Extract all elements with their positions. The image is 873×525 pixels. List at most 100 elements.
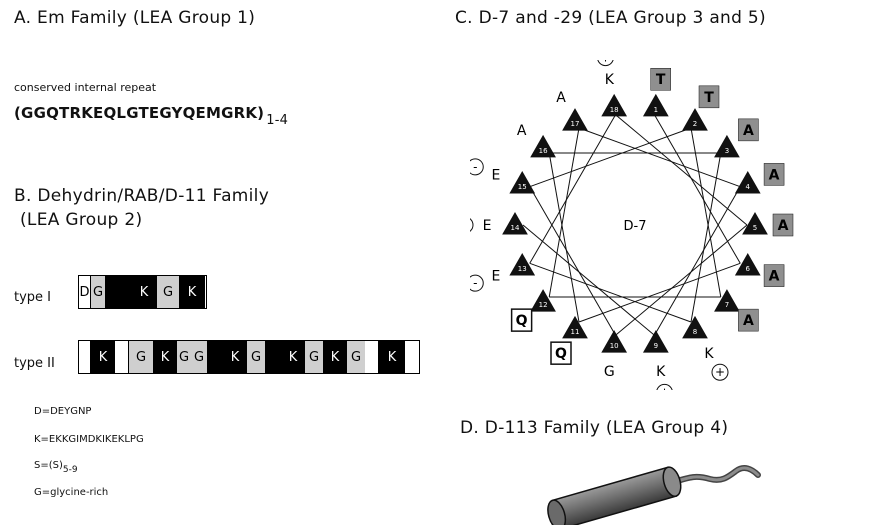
helix-spoke — [615, 114, 748, 226]
residue-number: 11 — [571, 328, 580, 336]
residue-number: 18 — [610, 106, 619, 114]
residue-letter: G — [604, 364, 615, 380]
residue-label-box — [550, 341, 572, 365]
type2-segment: G — [129, 341, 153, 373]
residue-letter: A — [769, 269, 780, 285]
residue-label-box — [763, 264, 785, 287]
residue-letter: Q — [555, 346, 567, 362]
type2-segment: K — [153, 341, 177, 373]
type1-label: type I — [14, 290, 52, 305]
type2-segment — [79, 341, 91, 373]
residue-letter: E — [483, 218, 492, 234]
residue-e-14: 14E- — [470, 211, 528, 235]
charge-sign: + — [715, 365, 725, 379]
residue-k-8: 8K+ — [682, 315, 729, 381]
residue-number: 14 — [511, 224, 520, 232]
residue-number: 13 — [518, 265, 527, 273]
legend-d: D=DEYGNP — [34, 406, 92, 417]
residue-triangle — [509, 253, 536, 276]
residue-letter: A — [556, 90, 566, 106]
charge-sign: - — [473, 160, 477, 174]
panel-a-sequence: (GGQTRKEQLGTEGYQEMGRK)1-4 — [14, 104, 288, 128]
residue-number: 3 — [725, 147, 729, 155]
residue-number: 17 — [571, 120, 580, 128]
residue-letter: A — [743, 123, 754, 139]
panel-a-title: A. Em Family (LEA Group 1) — [14, 8, 256, 28]
residue-letter: T — [656, 72, 666, 88]
residue-number: 10 — [610, 342, 619, 350]
charge-sign: + — [600, 60, 610, 65]
residue-triangle — [734, 253, 761, 276]
helix-spoke — [529, 127, 692, 188]
panel-b-title-line1: B. Dehydrin/RAB/D-11 Family — [14, 186, 270, 206]
residue-letter: K — [605, 72, 615, 88]
residue-number: 9 — [654, 342, 658, 350]
negative-charge-icon — [470, 274, 484, 292]
residue-letter: K — [656, 364, 666, 380]
helix-spoke — [548, 127, 580, 298]
residue-triangle — [714, 289, 740, 312]
type2-segment: G — [347, 341, 365, 373]
type2-label: type II — [14, 356, 55, 371]
helix-spoke — [529, 262, 692, 323]
residue-triangle — [714, 134, 740, 158]
residue-number: 1 — [654, 106, 658, 114]
legend-s: S=(S)5-9 — [34, 460, 78, 475]
residue-number: 4 — [746, 183, 751, 191]
residue-label-box — [772, 213, 794, 237]
residue-letter: T — [704, 90, 714, 106]
type1-segment — [105, 276, 131, 308]
residue-number: 2 — [693, 120, 697, 128]
residue-e-13: 13E- — [470, 253, 536, 292]
helix-spoke — [529, 114, 616, 264]
helix-spoke — [654, 114, 741, 264]
panel-a-sequence-subscript: 1-4 — [266, 113, 289, 128]
residue-number: 16 — [539, 147, 548, 155]
helix-spoke — [529, 186, 616, 336]
residue-t-2: 2T — [682, 85, 720, 131]
type2-segment: G — [305, 341, 323, 373]
residue-number: 6 — [746, 265, 751, 273]
residue-triangle — [742, 211, 768, 235]
helix-spoke — [578, 262, 741, 323]
residue-letter: A — [743, 313, 754, 329]
residue-q-11: 11Q — [550, 315, 588, 365]
panel-a-sequence-text: (GGQTRKEQLGTEGYQEMGRK) — [14, 104, 265, 122]
residue-a-3: 3A — [714, 118, 759, 158]
residue-t-1: 1T — [642, 67, 671, 117]
helix-spoke — [654, 186, 741, 336]
legend-s-subscript: 5-9 — [62, 465, 78, 475]
residue-number: 7 — [725, 301, 729, 309]
residue-label-box — [650, 67, 671, 91]
residue-triangle — [530, 134, 556, 158]
type1-segment: K — [131, 276, 157, 308]
residue-letter: K — [704, 346, 714, 362]
residue-a-17: 17 A — [556, 90, 588, 131]
helix-spoke — [548, 152, 580, 323]
residue-label-box — [510, 308, 533, 332]
residue-a-7: 7A — [714, 289, 759, 332]
residue-letter: E — [491, 269, 500, 285]
panel-d-title: D. D-113 Family (LEA Group 4) — [460, 418, 729, 438]
positive-charge-icon — [656, 383, 673, 390]
positive-charge-icon — [711, 363, 729, 381]
residue-triangle — [530, 289, 556, 312]
helix-spoke — [615, 224, 748, 336]
cylinder-body — [547, 466, 682, 525]
negative-charge-icon — [470, 158, 484, 176]
residue-k-18: 18 K + — [597, 60, 628, 117]
type1-segment: D — [79, 276, 91, 308]
residue-triangle — [682, 108, 708, 131]
type2-segment — [365, 341, 379, 373]
residue-q-12: 12Q — [510, 289, 556, 332]
residue-letter: Q — [516, 313, 528, 329]
panel-a-repeat-label: conserved internal repeat — [14, 81, 157, 94]
residue-triangle — [601, 330, 628, 353]
legend-g: G=glycine-rich — [34, 487, 109, 498]
helix-spoke — [690, 127, 722, 298]
type2-segment: G — [191, 341, 207, 373]
legend-k: K=EKKGIMDKIKEKLPG — [34, 434, 144, 445]
residue-triangle — [734, 170, 761, 194]
residue-number: 15 — [518, 183, 527, 191]
